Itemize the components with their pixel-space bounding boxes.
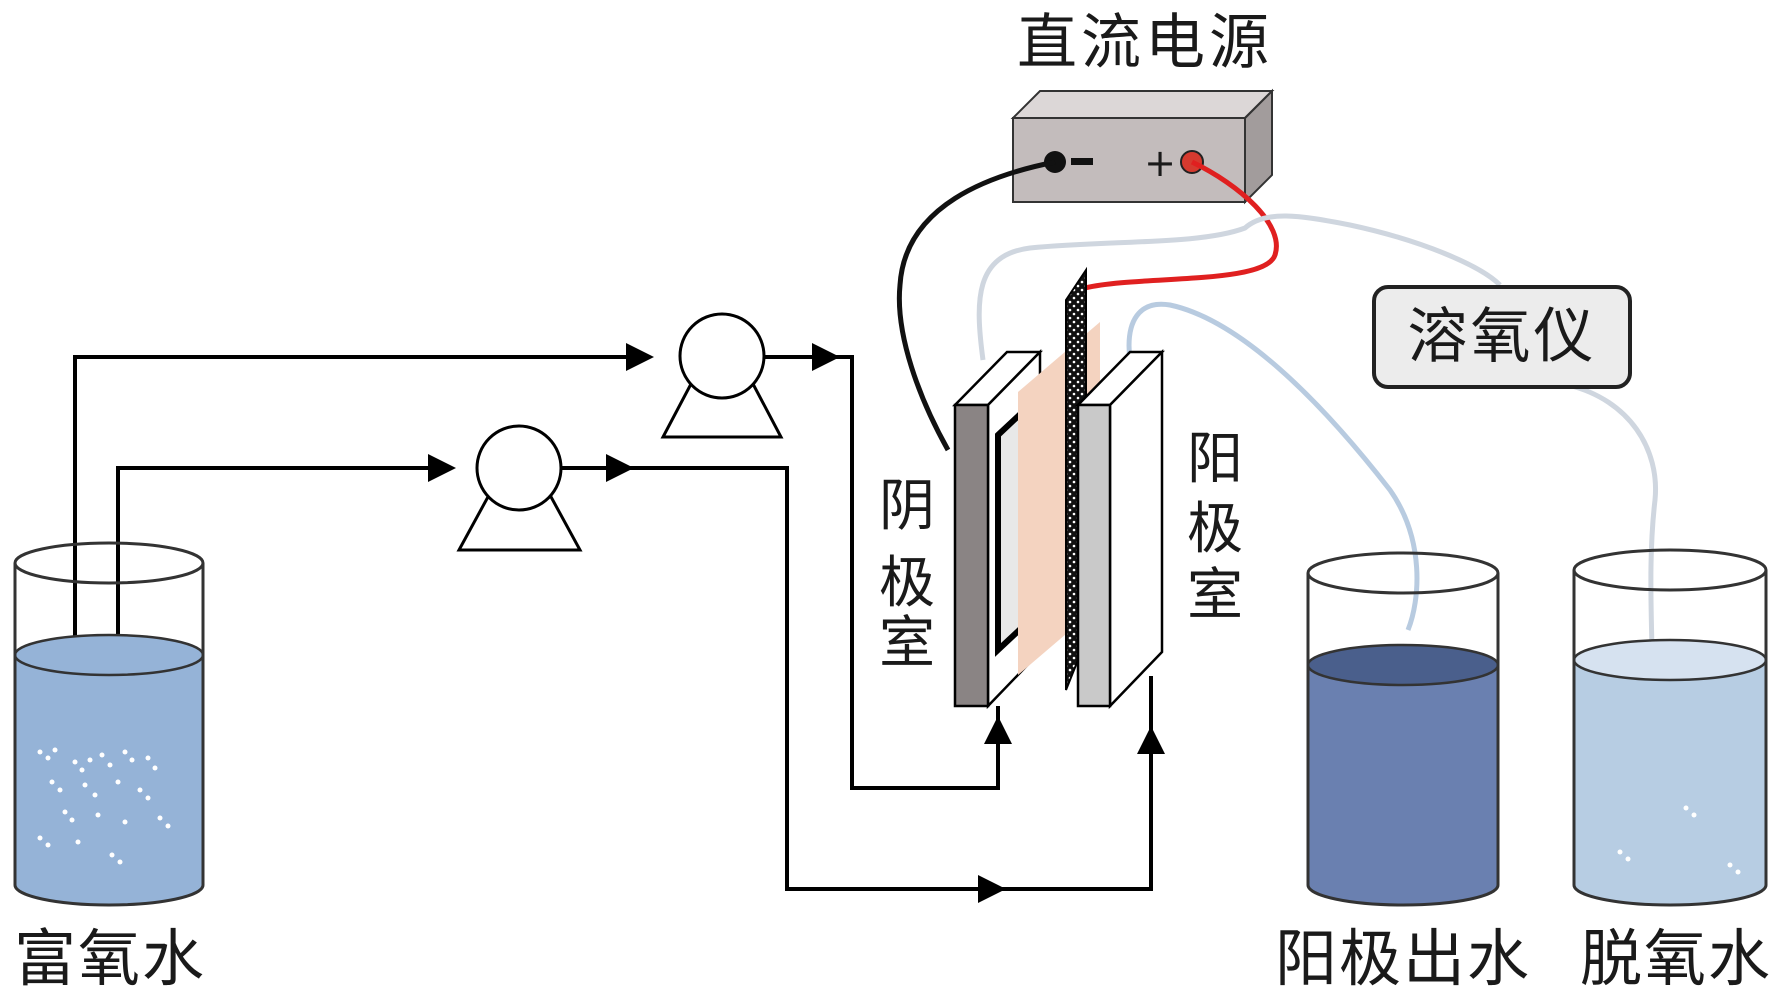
anode-plate-side: [1108, 348, 1164, 710]
beaker-oxygen-rich-water: 富氧水: [13, 541, 206, 995]
oxygen-bubbles: [37, 747, 171, 865]
water-surface: [1306, 643, 1500, 687]
anode-chamber-label-3: 室: [1187, 563, 1243, 628]
deoxygenated-water-label: 脱氧水: [1580, 922, 1772, 995]
anode-plate-front: [1076, 403, 1112, 708]
dissolved-oxygen-meter: 溶氧仪: [1372, 285, 1632, 389]
anode-chamber-label-2: 极: [1187, 497, 1243, 562]
power-box-side: [1245, 91, 1272, 202]
pump-upper: [660, 312, 784, 439]
negative-sign-icon: [1071, 158, 1093, 165]
anode-effluent-label: 阳极出水: [1275, 922, 1531, 995]
cathode-chamber-label-1: 阴: [879, 474, 935, 539]
beaker-anode-effluent: 阳极出水: [1275, 551, 1531, 995]
cathode-plate-front: [953, 403, 990, 708]
pipe-to-anode-a: [116, 454, 456, 640]
do-meter-box: [1372, 285, 1632, 389]
water-body: [1574, 660, 1766, 905]
power-supply-label: 直流电源: [1017, 8, 1273, 78]
electrolytic-cell: 阴 极 室 阳 极 室: [879, 266, 1243, 710]
positive-wire: [1080, 159, 1279, 293]
probe-cable-cathode: [976, 213, 1502, 361]
probe-cable-anode: [1126, 301, 1420, 631]
negative-wire: [896, 159, 1056, 452]
pump-lower: [456, 424, 583, 552]
pipe-to-cathode-a: [73, 343, 654, 640]
water-body: [15, 655, 203, 905]
pipe-to-anode-d: [992, 726, 1165, 891]
residual-bubbles: [1617, 805, 1741, 875]
positive-sign: +: [1144, 141, 1176, 185]
anode-chamber-label-1: 阳: [1187, 427, 1243, 492]
cathode-chamber-label-3: 室: [879, 611, 935, 676]
cathode-chamber-label-2: 极: [879, 551, 935, 616]
dc-power-supply: + 直流电源: [1010, 8, 1275, 205]
water-surface: [13, 633, 205, 677]
probe-cable-dissolved-oxygen: [1567, 382, 1659, 661]
do-meter-label: 溶氧仪: [1408, 302, 1597, 372]
beaker-deoxygenated-water: 脱氧水: [1572, 548, 1772, 995]
pipe-to-cathode-c: [826, 355, 1012, 790]
pipe-to-anode-c: [620, 466, 1006, 903]
water-surface: [1572, 638, 1768, 682]
oxygen-rich-water-label: 富氧水: [14, 922, 206, 995]
power-box-top: [1013, 91, 1272, 118]
water-body: [1308, 665, 1498, 905]
